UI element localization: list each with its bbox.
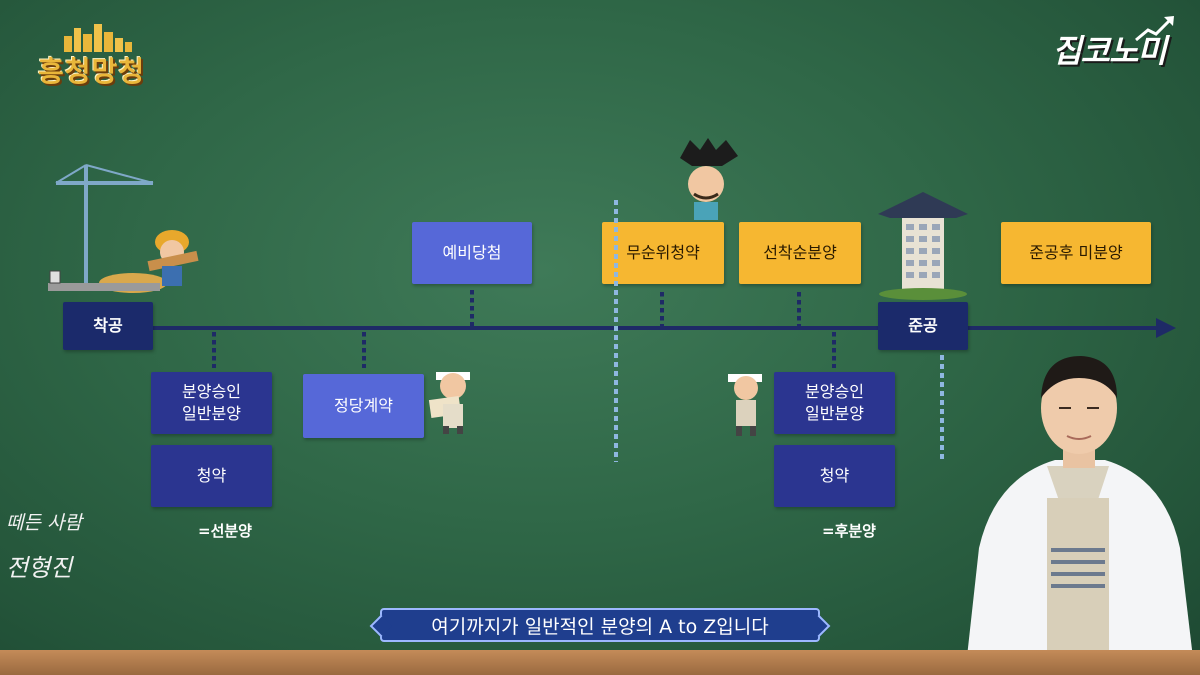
crane-icon (48, 164, 167, 293)
connector (797, 292, 801, 326)
handwriting-line-1: 떼든 사람 (6, 512, 82, 534)
apartment-hanok-icon (878, 192, 968, 300)
connector (362, 332, 366, 368)
timeline-start-node: 착공 (63, 302, 153, 350)
connector (470, 290, 474, 326)
servant-character-icon (728, 374, 762, 436)
box-subscription-left: 청약 (151, 445, 272, 507)
brand-logo-left: 흥청망청 (38, 55, 146, 88)
timeline-arrow-icon (1156, 318, 1176, 338)
connector (660, 292, 664, 326)
worker-character-icon (147, 230, 199, 286)
subtitle-caption: 여기까지가 일반적인 분양의 A to Z입니다 (380, 608, 820, 642)
box-sale-approval-right: 분양승인 일반분양 (774, 372, 895, 434)
timeline-axis (150, 326, 1160, 330)
presenter-image (965, 356, 1195, 675)
box-post-completion-unsold: 준공후 미분양 (1001, 222, 1151, 284)
connector (832, 332, 836, 368)
box-subscription-right: 청약 (774, 445, 895, 507)
trend-arrow-icon (1135, 16, 1174, 42)
subtitle-text: 여기까지가 일반적인 분양의 A to Z입니다 (431, 615, 769, 638)
servant-character-icon (428, 372, 470, 434)
divider-dotted (940, 355, 944, 463)
box-preliminary-winner: 예비당첨 (412, 222, 532, 284)
postsale-note: =후분양 (822, 522, 876, 540)
box-regular-contract: 정당계약 (303, 374, 424, 438)
presale-note: =선분양 (198, 522, 252, 540)
brand-logo-right: 집코노미 (1052, 32, 1167, 70)
connector (212, 332, 216, 368)
desk-surface (0, 650, 1200, 675)
box-sale-approval-left: 분양승인 일반분양 (151, 372, 272, 434)
box-first-come-sale: 선착순분양 (739, 222, 861, 284)
divider-dotted (614, 200, 618, 462)
king-character-icon (680, 138, 738, 220)
box-unranked-subscription: 무순위청약 (602, 222, 724, 284)
timeline-end-node: 준공 (878, 302, 968, 350)
skyline-icon (64, 24, 132, 52)
handwriting-line-2: 전형진 (6, 554, 73, 582)
